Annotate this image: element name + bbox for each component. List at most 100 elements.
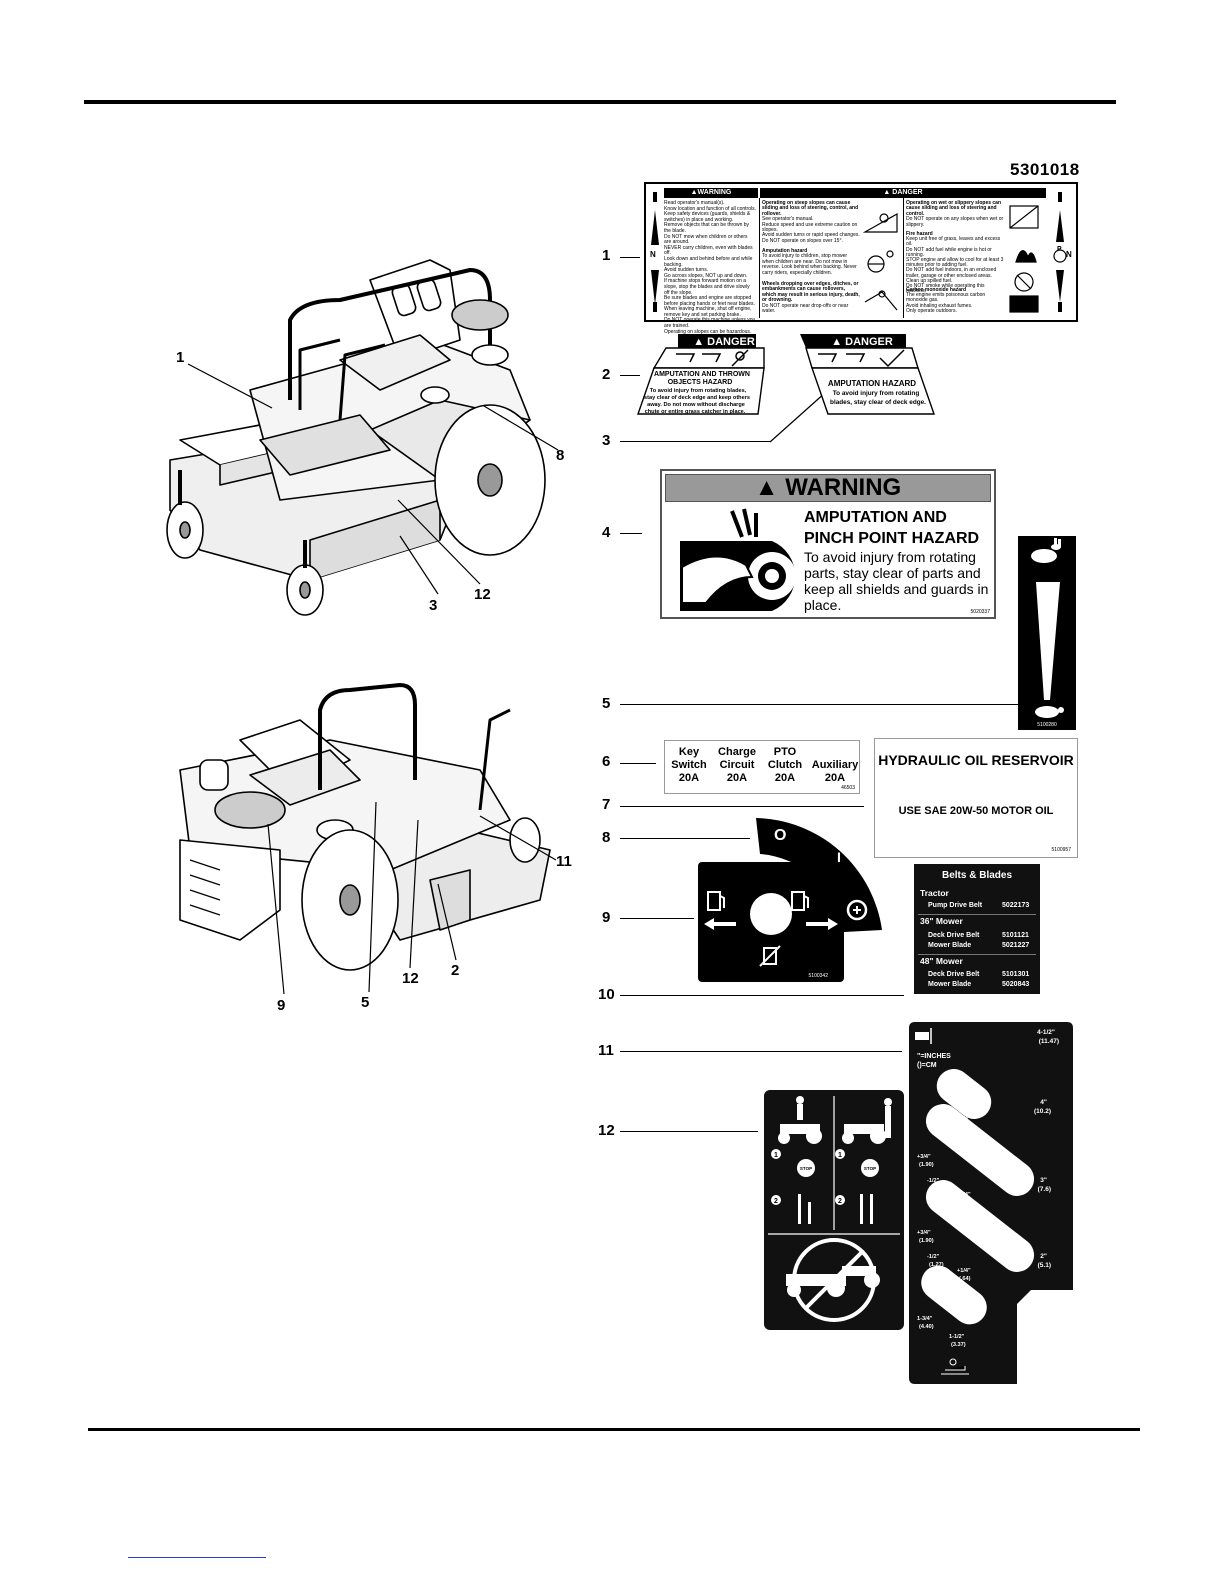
decal-7-title: HYDRAULIC OIL RESERVOIR: [878, 752, 1074, 768]
adjust-value: +3/4": [917, 1154, 931, 1160]
decal-9-code: 5100342: [809, 973, 829, 979]
danger-slopes-title: Operating on steep slopes can cause slid…: [762, 200, 859, 217]
leader-right-10: [620, 995, 904, 997]
decal-2-line: stay clear of deck edge and keep others: [644, 395, 750, 401]
callout-left-8: 8: [556, 447, 565, 464]
fuse-name: Auxiliary: [811, 759, 859, 771]
decal-2-header: ▲ DANGER: [693, 336, 755, 348]
adjust-value: (.64): [959, 1276, 971, 1282]
adjust-value: +3/4": [917, 1230, 931, 1236]
fuse-amps: 20A: [774, 772, 796, 784]
mower-front-illustration: [166, 259, 546, 616]
decal-5-throttle-strip: 5100280: [1018, 536, 1076, 730]
adjust-value: 1-1/2": [949, 1334, 965, 1340]
decal-2-line: To avoid injury from rotating blades,: [650, 388, 747, 394]
n-right-label: N: [1066, 250, 1072, 259]
leader-right-2: [620, 375, 640, 377]
stop-label: STOP: [864, 1166, 876, 1171]
callout-right-10: 10: [598, 986, 615, 1003]
decal-7-body: USE SAE 20W-50 MOTOR OIL: [898, 805, 1054, 817]
step-2-label: 2: [774, 1198, 778, 1205]
fuel-pump-icon: [707, 891, 809, 967]
decal-2-danger-thrown-objects: ▲ DANGER AMPUTATION AND THROWN OBJECTS H…: [637, 334, 765, 415]
warning-bullet: When leaving machine, shut off engine, r…: [664, 306, 752, 318]
adjust-value: (3.37): [951, 1342, 966, 1348]
warning-bullet: Keep safety devices (guards, shields & s…: [664, 211, 751, 223]
height-value: 4": [1040, 1099, 1047, 1106]
adjust-value: 1-3/4": [917, 1316, 933, 1322]
callout-left-2: 2: [451, 962, 460, 979]
adjust-value: (4.40): [919, 1324, 934, 1330]
units-inches: "=INCHES: [917, 1053, 951, 1060]
callout-left-12b: 12: [402, 970, 419, 987]
p-park-label: P: [1057, 246, 1062, 253]
callout-left-9: 9: [277, 997, 286, 1014]
footer-rule: [88, 1428, 1140, 1431]
part-name: Mower Blade: [928, 942, 972, 949]
leader-right-7: [620, 806, 864, 808]
danger-co-bullet: Avoid inhaling exhaust fumes.: [906, 302, 973, 309]
danger-dropoff-text: Do NOT operate near drop-offs or near wa…: [762, 302, 849, 315]
callout-left-5: 5: [361, 994, 370, 1011]
danger-fire-bullet: Do NOT add fuel while engine is hot or r…: [906, 246, 992, 258]
decal-6-code: 46503: [841, 785, 855, 791]
callout-right-11: 11: [598, 1042, 614, 1059]
height-value: (11.47): [1039, 1038, 1059, 1045]
column-divider: [759, 198, 760, 318]
belt-pinch-pictogram: [680, 508, 796, 611]
leader-left-11: [479, 815, 557, 861]
danger-slopes-bullet: See operator's manual.: [762, 216, 814, 223]
deck-height-icon: [915, 1028, 932, 1044]
danger-slopes-block: Operating on steep slopes can cause slid…: [762, 200, 860, 244]
danger-amputation-title: Amputation hazard: [762, 248, 808, 254]
fuse-name: Key: [678, 746, 700, 758]
units-cm: ()=CM: [917, 1062, 937, 1069]
decal-4-body: To avoid injury from rotating parts, sta…: [804, 549, 989, 613]
warning-bullet: Avoid sudden turns.: [664, 267, 709, 274]
leader-left-12b: [409, 819, 419, 969]
operator-presence-pictograms: 1 1 2 2 STOP STOP: [768, 1096, 900, 1322]
leader-left-8: [483, 405, 559, 451]
leader-right-1: [620, 257, 640, 259]
part-number: 5101121: [1002, 932, 1029, 939]
height-value: (5.1): [1038, 1262, 1051, 1269]
part-name: Deck Drive Belt: [928, 971, 980, 978]
decal-5-code: 5100280: [1037, 722, 1057, 728]
warning-bullet: Do NOT operate this machine unless you a…: [664, 317, 756, 330]
callout-right-6: 6: [602, 753, 611, 770]
decal-1-danger-header: ▲ DANGER: [760, 188, 1046, 198]
danger-fire-bullet: Do NOT add fuel indoors, in an enclosed …: [906, 267, 997, 279]
leader-right-9: [620, 918, 694, 920]
fuse-name: [809, 746, 861, 759]
height-value: (10.2): [1034, 1108, 1051, 1115]
section-heading: Tractor: [920, 888, 949, 898]
stop-label: STOP: [800, 1166, 812, 1171]
adjust-value: -1/2": [927, 1178, 940, 1184]
adjust-value: +1/4": [957, 1268, 971, 1274]
height-value: 4-1/2": [1037, 1029, 1055, 1036]
danger-amputation-block: Amputation hazard To avoid injury to chi…: [762, 248, 860, 276]
danger-fire-block: Fire hazard Keep unit free of grass, lea…: [906, 231, 1006, 295]
callout-right-2: 2: [602, 366, 611, 383]
footer-link-underline[interactable]: [128, 1557, 266, 1558]
danger-wet-title: Operating on wet or slippery slopes can …: [906, 200, 1002, 217]
warning-bullet: Go across slopes, NOT up and down.: [664, 272, 748, 279]
leader-right-11: [620, 1051, 902, 1053]
leader-right-12: [620, 1131, 758, 1133]
danger-pictograms-a: [862, 212, 898, 311]
danger-co-title: Carbon monoxide hazard: [906, 287, 967, 293]
key-off-label: O: [774, 827, 786, 844]
fuse-key-switch: Key Switch 20A: [665, 746, 713, 785]
leader-left-2: [437, 883, 457, 961]
leader-left-12a: [397, 499, 481, 585]
decal-1-warning-header: ▲WARNING: [664, 188, 758, 198]
left-speed-strip: [651, 192, 659, 312]
height-value: 3": [1040, 1177, 1047, 1184]
right-speed-strip: [1053, 192, 1067, 312]
danger-fire-bullet: Do NOT smoke while operating this machin…: [906, 283, 985, 295]
fuse-amps: 20A: [678, 772, 700, 784]
fuse-auxiliary: Auxiliary 20A: [809, 746, 861, 785]
decal-4-title: AMPUTATION AND PINCH POINT HAZARD: [804, 507, 994, 549]
header-rule: [84, 100, 1116, 104]
decal-10-belts-and-blades: Belts & Blades Tractor Pump Drive Belt 5…: [914, 864, 1040, 994]
